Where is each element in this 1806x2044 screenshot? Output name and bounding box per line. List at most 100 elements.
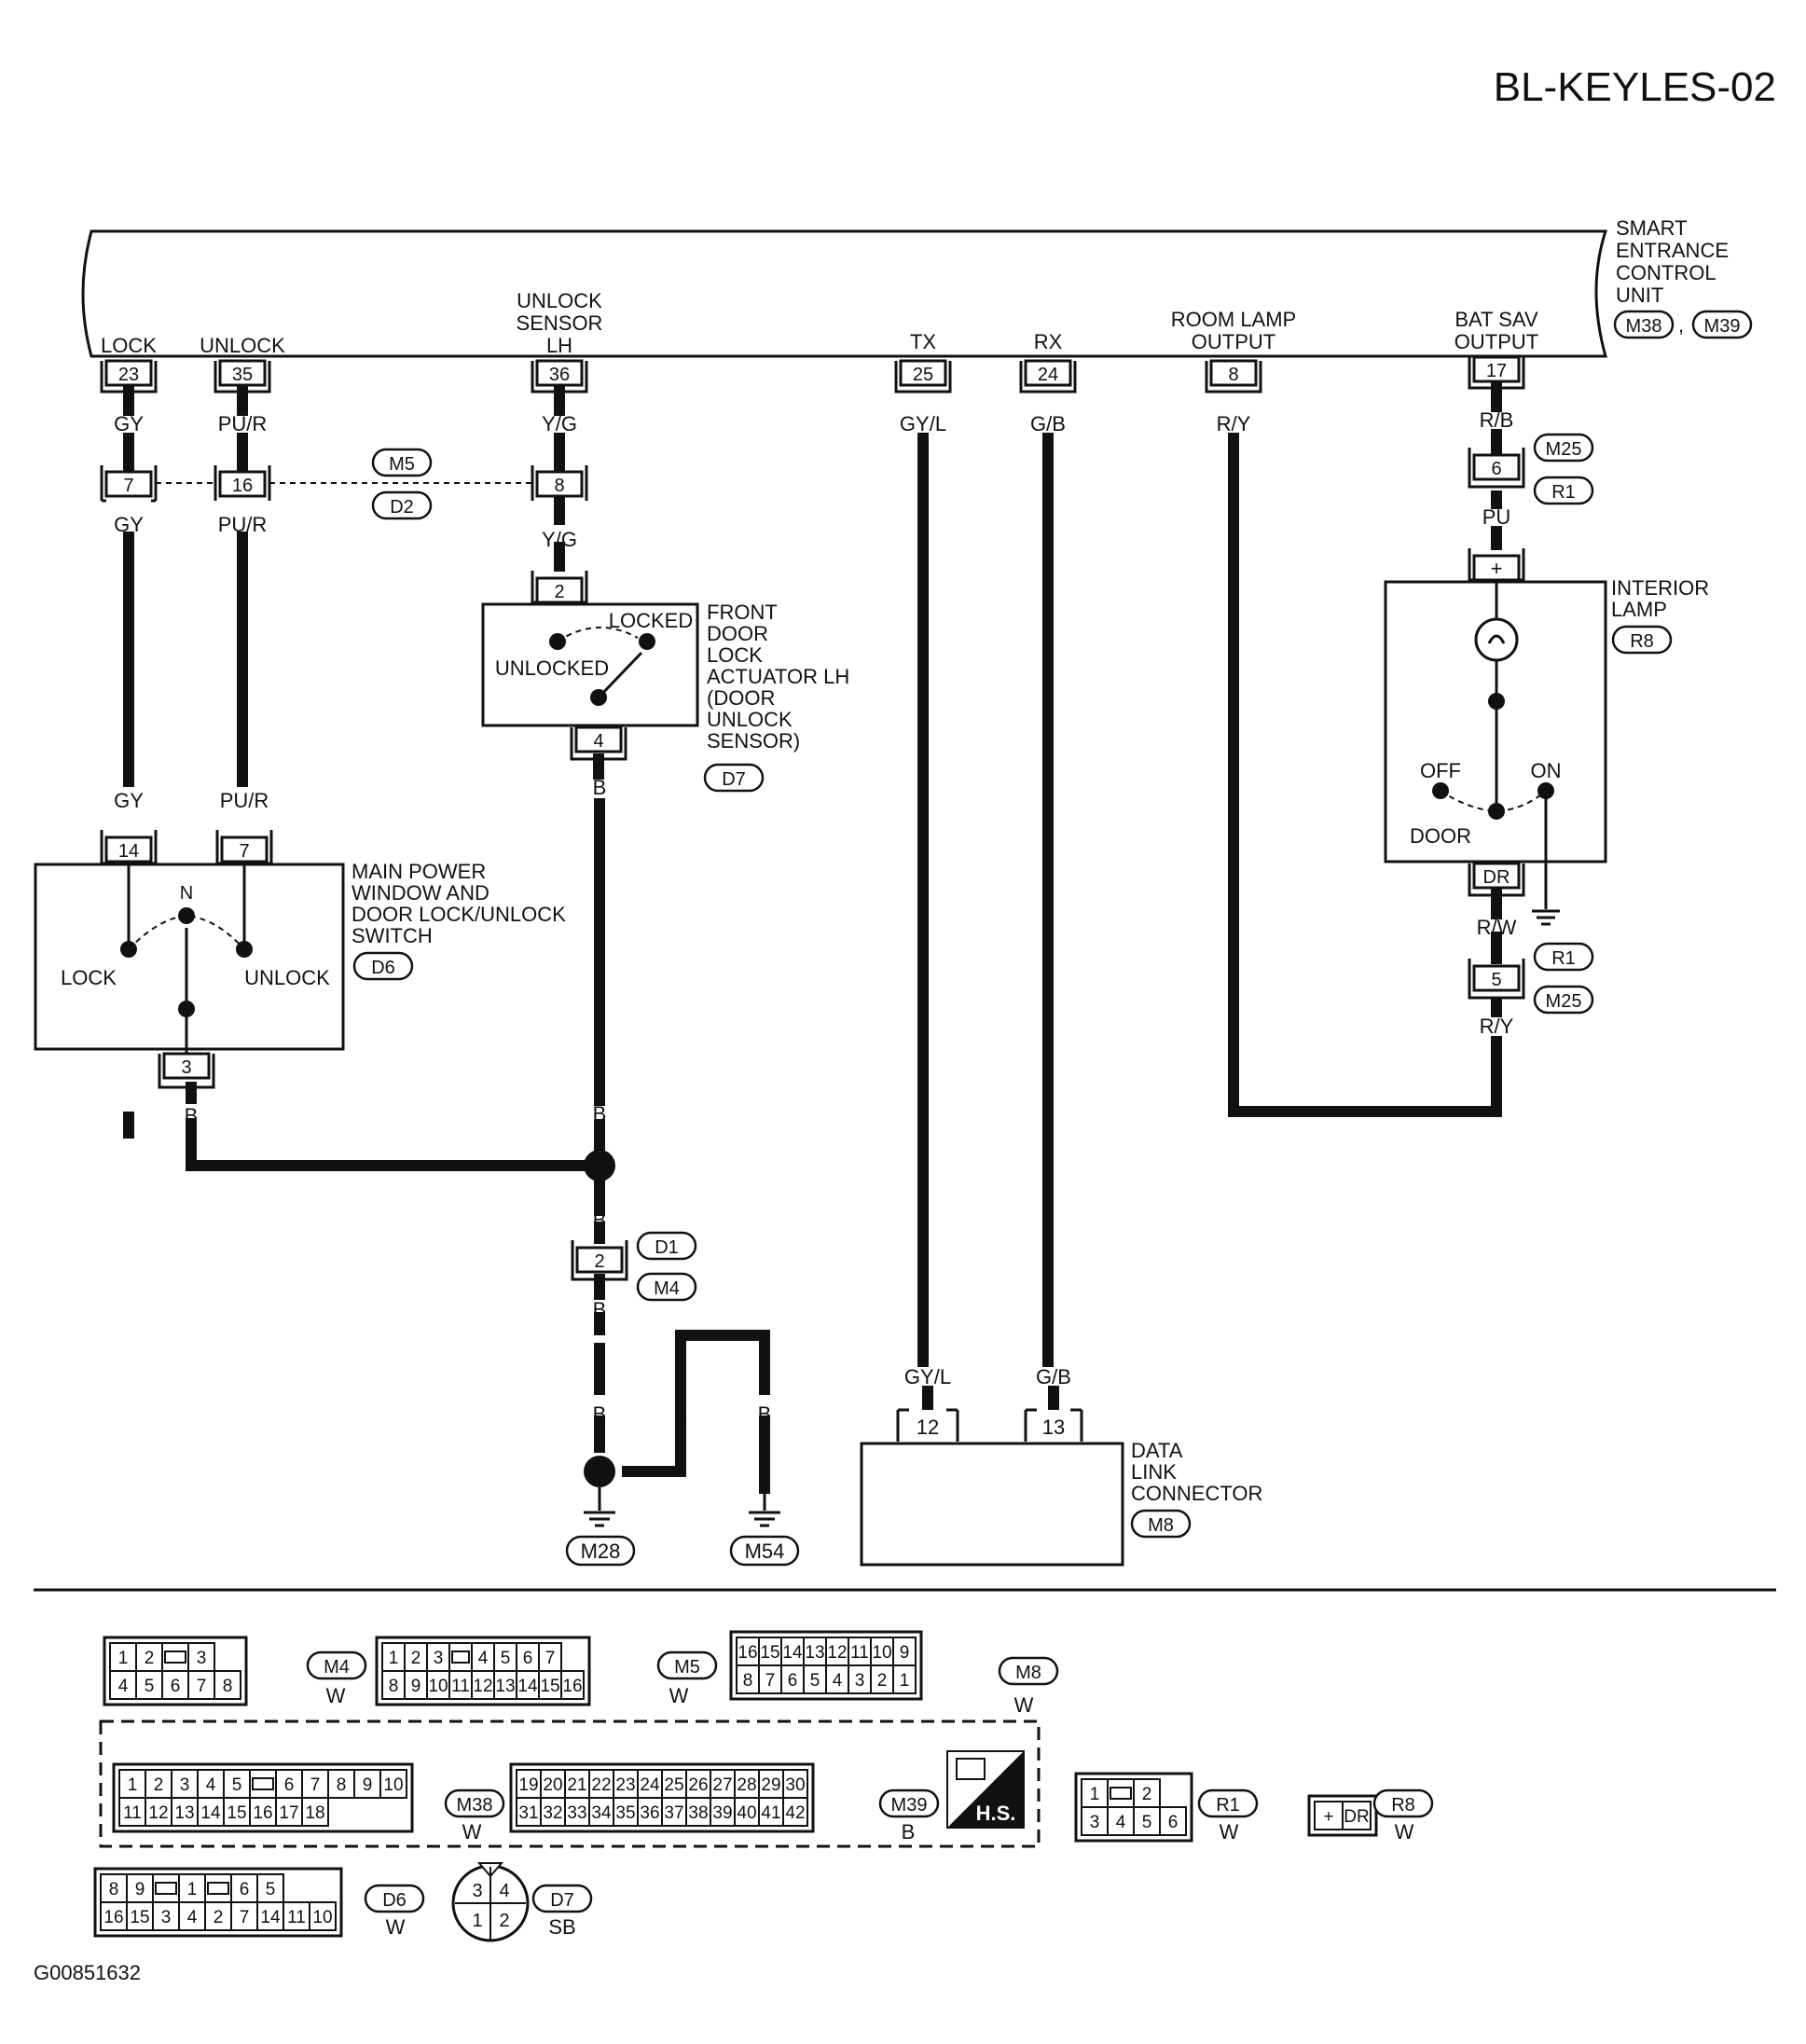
pin-m8-2: 2	[877, 1671, 888, 1691]
svg-text:2: 2	[499, 1911, 509, 1931]
svg-text:UNLOCK: UNLOCK	[517, 289, 602, 312]
svg-text:DATA: DATA	[1131, 1439, 1183, 1462]
position-lock: LOCK	[61, 966, 117, 989]
svg-text:6: 6	[1491, 459, 1501, 479]
state-locked: LOCKED	[609, 609, 693, 632]
terminal-label-bat-sav: BAT SAV OUTPUT	[1454, 308, 1538, 353]
svg-text:FRONT: FRONT	[707, 601, 778, 624]
wire-color-ry: R/Y	[1217, 412, 1251, 435]
pin-m8-1: 1	[900, 1671, 910, 1691]
pin-m5-9: 9	[411, 1677, 421, 1696]
pin-d6-5: 5	[266, 1880, 276, 1899]
svg-text:24: 24	[1038, 365, 1058, 385]
connector-color-m4: W	[326, 1684, 346, 1707]
ground-symbol-m28: M28	[565, 1487, 636, 1567]
svg-text:2: 2	[554, 582, 564, 602]
pin-d6-6: 6	[240, 1880, 250, 1899]
terminal-label-unlock: UNLOCK	[200, 334, 285, 357]
pin-d6-7: 7	[240, 1908, 250, 1927]
connector-tag-d6: D6	[371, 958, 395, 978]
svg-text:ACTUATOR LH: ACTUATOR LH	[707, 665, 849, 688]
pin-d6-4: 4	[187, 1908, 198, 1927]
svg-text:LH: LH	[546, 334, 572, 357]
pin-d6-11: 11	[287, 1908, 306, 1927]
pin-m39-24: 24	[640, 1775, 660, 1795]
svg-text:B: B	[593, 1208, 607, 1232]
pin-d6-9: 9	[135, 1880, 145, 1899]
pin-m39-32: 32	[543, 1803, 562, 1823]
interior-lamp-upper-connector: 6 M25 R1	[1468, 433, 1594, 505]
pin-m39-33: 33	[567, 1803, 586, 1823]
pin-m38-2: 2	[154, 1775, 164, 1795]
pin-m38-10: 10	[383, 1775, 403, 1795]
terminal-label-rx: RX	[1034, 330, 1063, 353]
svg-text:ROOM LAMP: ROOM LAMP	[1171, 308, 1296, 331]
pin-m8-8: 8	[743, 1671, 753, 1691]
pin-m39-38: 38	[688, 1803, 708, 1823]
pin-m8-3: 3	[855, 1671, 865, 1691]
svg-text:B: B	[593, 1402, 607, 1426]
pin-m39-26: 26	[688, 1775, 708, 1795]
svg-text:14: 14	[118, 841, 139, 862]
pin-m8-7: 7	[765, 1671, 776, 1691]
pin-m4-7: 7	[197, 1677, 207, 1696]
pin-m8-11: 11	[850, 1643, 869, 1663]
svg-text:UNLOCK: UNLOCK	[707, 708, 793, 731]
position-n: N	[180, 883, 193, 904]
pin-m8-14: 14	[782, 1643, 803, 1663]
svg-text:SMART: SMART	[1616, 216, 1688, 240]
control-unit-bar	[81, 229, 1608, 358]
main-power-window-switch: 14 7 N LOCK UNLOCK 3	[34, 830, 345, 1089]
connector-tag-r1: R1	[1551, 482, 1576, 503]
pin-m38-5: 5	[232, 1775, 242, 1795]
svg-text:LINK: LINK	[1131, 1460, 1177, 1484]
pin-m5-16: 16	[562, 1677, 582, 1696]
svg-text:H.S.: H.S.	[976, 1802, 1016, 1825]
svg-text:13: 13	[1042, 1416, 1065, 1439]
svg-text:UNIT: UNIT	[1616, 283, 1663, 307]
pin-r1-5: 5	[1142, 1813, 1152, 1832]
pin-m4-5: 5	[145, 1677, 155, 1696]
pin-m5-1: 1	[389, 1649, 399, 1668]
pin-m5-10: 10	[428, 1677, 448, 1696]
pin-m39-41: 41	[761, 1803, 780, 1823]
connector-tag-m38: M38	[1626, 316, 1662, 337]
pin-d6-3: 3	[161, 1908, 172, 1927]
pin-d6-2: 2	[214, 1908, 224, 1927]
pin-m39-39: 39	[712, 1803, 732, 1823]
svg-text:WINDOW AND: WINDOW AND	[352, 881, 489, 905]
svg-text:B: B	[674, 1402, 688, 1426]
pin-m39-21: 21	[567, 1775, 586, 1795]
connector-color-d6: W	[386, 1915, 406, 1939]
connector-color-d7: SB	[548, 1915, 575, 1939]
pin-m38-11: 11	[123, 1803, 142, 1823]
pin-m4-1: 1	[118, 1649, 129, 1668]
svg-text:(DOOR: (DOOR	[707, 686, 775, 710]
pin-box-8: 8	[1205, 359, 1262, 394]
svg-text:2: 2	[594, 1251, 604, 1272]
terminal-label-lock: LOCK	[101, 334, 157, 357]
connector-tag-d1: D1	[655, 1237, 679, 1258]
pin-m5-12: 12	[473, 1677, 492, 1696]
svg-text:SENSOR: SENSOR	[517, 311, 603, 335]
connector-id-m39: M39	[891, 1795, 928, 1816]
connector-color-m38: W	[462, 1820, 482, 1844]
pin-box-24: 24	[1019, 359, 1077, 394]
pin-d6-15: 15	[130, 1908, 149, 1927]
svg-text:B: B	[185, 1104, 199, 1127]
pin-m4-8: 8	[223, 1677, 233, 1696]
svg-text:23: 23	[118, 365, 139, 385]
pin-m5-15: 15	[540, 1677, 559, 1696]
svg-text:1: 1	[472, 1911, 482, 1931]
pin-m39-23: 23	[615, 1775, 635, 1795]
pin-m4-2: 2	[145, 1649, 155, 1668]
pin-m8-4: 4	[833, 1671, 843, 1691]
terminal-label-room-lamp: ROOM LAMP OUTPUT	[1171, 308, 1296, 353]
pin-m39-27: 27	[712, 1775, 732, 1795]
diagram-title: BL-KEYLES-02	[1494, 64, 1776, 110]
